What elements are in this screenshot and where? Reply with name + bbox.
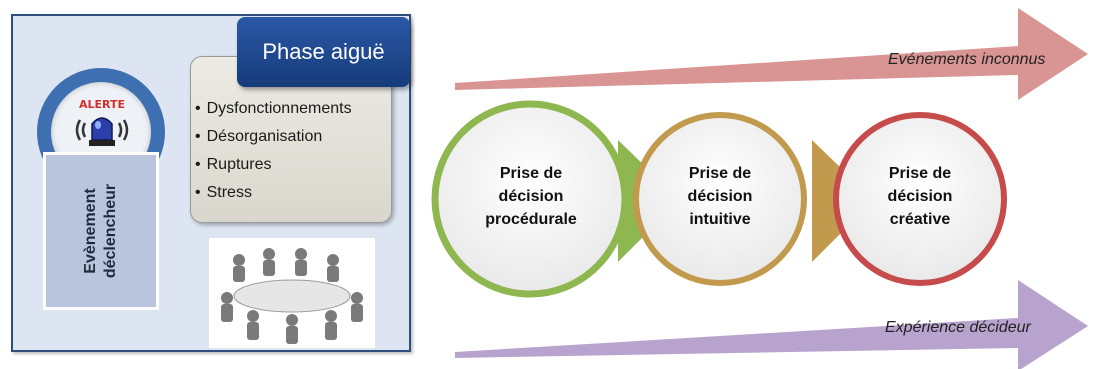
list-item: Désorganisation <box>195 123 352 151</box>
meeting-illustration <box>209 238 375 348</box>
trigger-event-box <box>43 152 159 310</box>
list-item: Ruptures <box>195 151 352 179</box>
symptoms-list-box: Dysfonctionnements Désorganisation Ruptu… <box>190 56 392 223</box>
alarm-siren-icon: ALERTE <box>75 98 129 146</box>
stage-circle-3 <box>833 112 1007 286</box>
meeting-table-icon <box>221 248 363 344</box>
phase-title: Phase aiguë <box>237 17 410 87</box>
top-arrow <box>455 8 1088 100</box>
trigger-event-label: Evènement déclencheur <box>82 183 119 279</box>
top-arrow-label: Evénements inconnus <box>888 51 1046 68</box>
stage-circle-2 <box>633 112 807 286</box>
bottom-arrow-label: Expérience décideur <box>885 319 1031 336</box>
crisis-panel: ALERTE Evènement déclencheur Dysfonction… <box>11 14 411 352</box>
stage-circle-1 <box>431 100 629 298</box>
list-item: Dysfonctionnements <box>195 95 352 123</box>
bottom-arrow <box>455 280 1088 369</box>
svg-text:ALERTE: ALERTE <box>79 98 125 111</box>
list-item: Stress <box>195 179 352 207</box>
symptoms-list: Dysfonctionnements Désorganisation Ruptu… <box>195 95 352 207</box>
